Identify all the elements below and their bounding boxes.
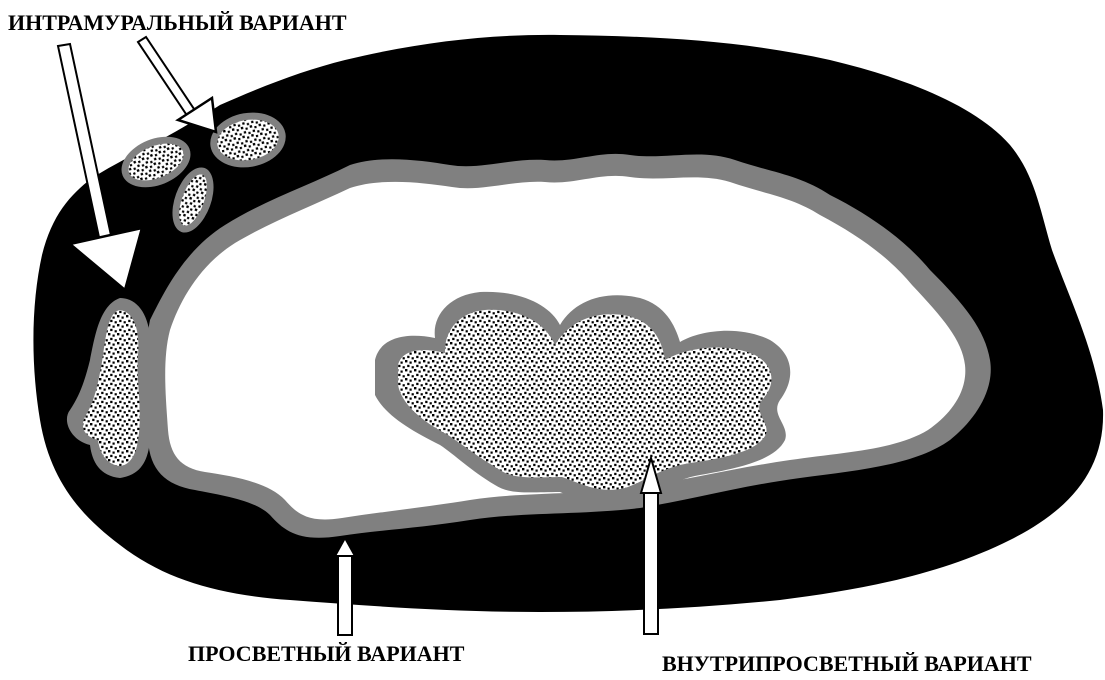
intramural-label: ИНТРАМУРАЛЬНЫЙ ВАРИАНТ	[8, 12, 347, 34]
lumen-label: ПРОСВЕТНЫЙ ВАРИАНТ	[188, 643, 464, 665]
intramural-arrow-short	[138, 37, 216, 132]
intraluminal-arrow	[641, 458, 661, 634]
lumen-arrow	[335, 538, 355, 635]
intraluminal-label: ВНУТРИПРОСВЕТНЫЙ ВАРИАНТ	[662, 653, 1032, 675]
